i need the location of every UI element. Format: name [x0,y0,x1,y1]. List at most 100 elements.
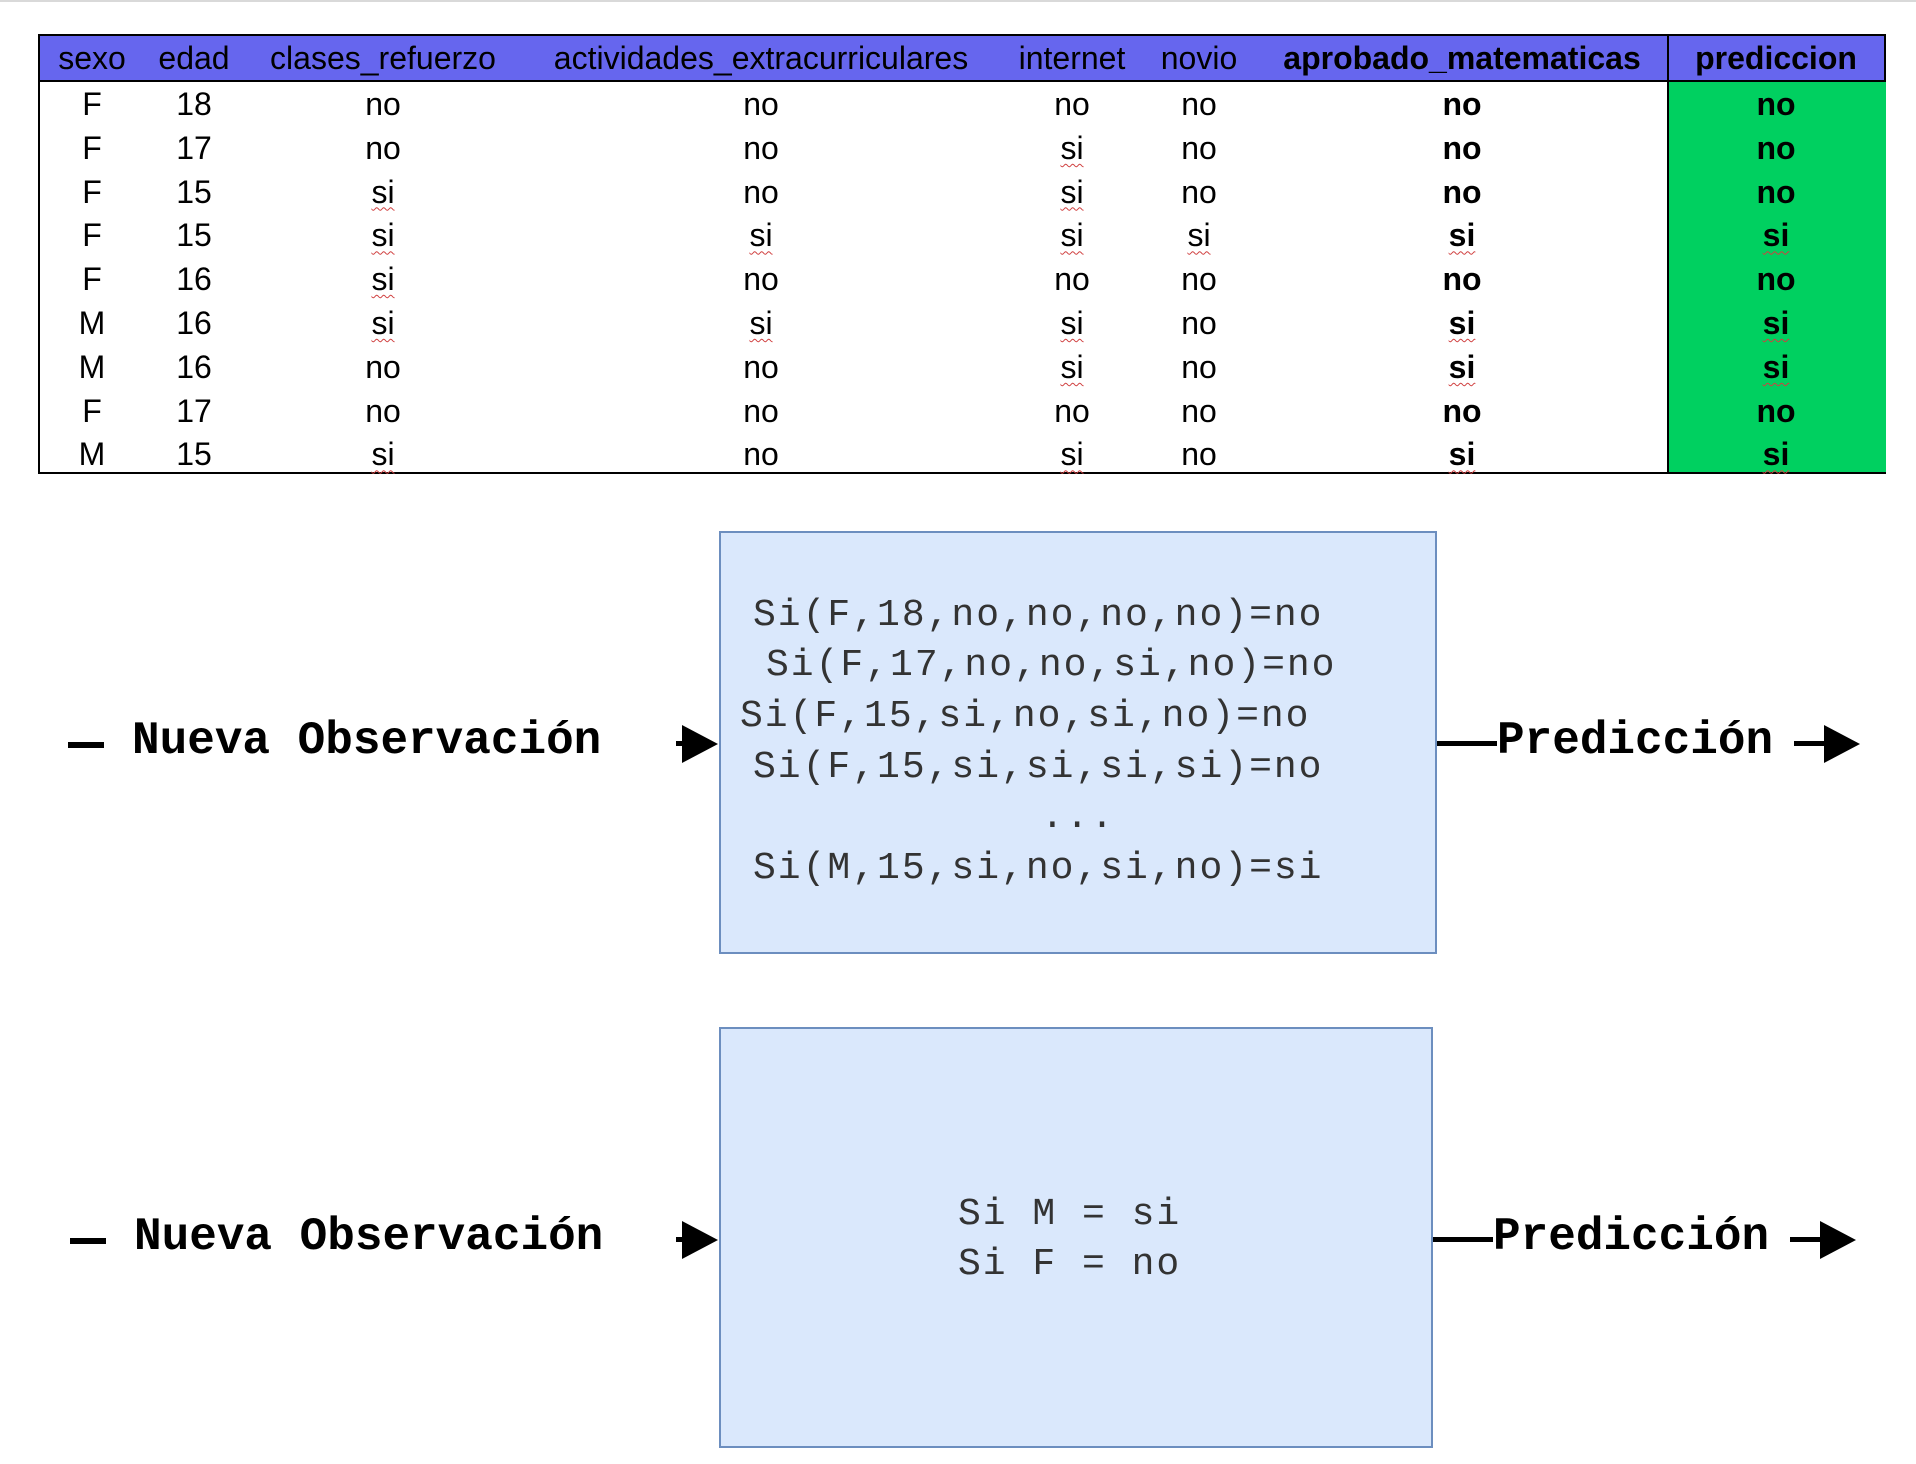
prediction-cell: si [1762,217,1790,254]
rules-box [719,1027,1433,1448]
output-arrow-shaft [1794,741,1824,746]
table-cell: F [82,261,102,298]
table-cell: 17 [176,392,212,429]
prediction-cell: no [1756,173,1796,210]
table-cell: M [78,436,106,473]
input-arrow-icon [682,725,718,763]
table-cell: si [1060,436,1084,473]
table-header-row [40,36,1884,82]
output-arrow-icon [1824,725,1860,763]
new-observation-label: Nueva Observación [132,715,602,767]
table-header-cell: actividades_extracurriculares [553,40,969,76]
prediction-label: Predicción [1493,1211,1770,1263]
table-cell: no [1442,173,1482,210]
table-cell: si [371,217,395,254]
table-cell: 16 [176,348,212,385]
prediction-cell: no [1756,86,1796,122]
prediction-label: Predicción [1497,715,1774,767]
new-observation-label: Nueva Observación [134,1211,604,1263]
table-cell: si [749,217,773,254]
rule-line: Si F = no [958,1243,1182,1286]
table-cell: no [1442,129,1482,166]
table-header-cell: clases_refuerzo [270,40,496,76]
prediction-cell: si [1762,348,1790,385]
table-cell: no [365,392,401,429]
table-cell: no [1181,86,1217,122]
table-cell: si [1060,173,1084,210]
input-arrow-icon [682,1221,718,1259]
rule-line: Si(F,18,no,no,no,no)=no [753,594,1324,637]
table-cell: no [1442,86,1482,122]
table-cell: si [371,436,395,473]
input-dash [68,742,104,748]
input-dash [70,1238,106,1244]
top-divider [0,0,1916,2]
table-cell: no [1181,436,1217,473]
table-cell: no [743,261,779,298]
rule-line: Si M = si [958,1193,1182,1236]
table-cell: 15 [176,217,212,254]
output-arrow-icon [1820,1221,1856,1259]
table-cell: 15 [176,436,212,473]
table-cell: no [1054,261,1090,298]
table-cell: si [1448,305,1476,341]
table-cell: no [1181,173,1217,210]
table-cell: si [749,305,773,341]
table-cell: 15 [176,173,212,210]
rules-box [719,531,1437,954]
output-arrow-left-shaft [1433,1237,1493,1242]
table-cell: si [371,305,395,341]
output-arrow-shaft [1790,1237,1820,1242]
table-header-cell: novio [1160,40,1238,76]
table-cell: no [365,129,401,166]
table-header-cell: edad [158,40,230,76]
table-cell: no [743,86,779,122]
table-cell: no [1181,305,1217,341]
table-cell: si [371,261,395,298]
table-header-cell: internet [1018,40,1126,76]
rule-line: Si(F,15,si,no,si,no)=no [740,695,1311,738]
table-cell: no [1181,392,1217,429]
table-header-cell: prediccion [1695,40,1857,76]
table-cell: no [743,173,779,210]
table-cell: si [1060,348,1084,385]
prediction-column-fill [1669,82,1886,472]
table-cell: 17 [176,129,212,166]
table-cell: no [743,392,779,429]
table-cell: F [82,217,102,254]
table-cell: 16 [176,261,212,298]
table-cell: no [1181,348,1217,385]
rule-line: Si(M,15,si,no,si,no)=si [753,847,1324,890]
table-cell: si [1448,436,1476,473]
table-cell: si [1060,305,1084,341]
table-cell: 16 [176,305,212,341]
table-header-cell: aprobado_matematicas [1283,40,1641,76]
rule-line: Si(F,17,no,no,si,no)=no [766,644,1337,687]
table-cell: no [1442,392,1482,429]
prediction-cell: no [1756,261,1796,298]
table-cell: M [78,348,106,385]
output-arrow-left-shaft [1437,741,1497,746]
table-cell: si [1448,217,1476,254]
table-cell: no [1054,392,1090,429]
table-cell: F [82,173,102,210]
rule-ellipsis: ... [1041,796,1116,839]
prediction-cell: si [1762,436,1790,473]
table-cell: 18 [176,86,212,122]
table-cell: no [743,129,779,166]
prediction-cell: no [1756,392,1796,429]
table-cell: no [1054,86,1090,122]
table-cell: F [82,86,102,122]
table-cell: no [365,348,401,385]
table-cell: si [371,173,395,210]
prediction-cell: no [1756,129,1796,166]
table-cell: si [1448,348,1476,385]
table-cell: si [1187,217,1211,254]
table-cell: no [1442,261,1482,298]
table-cell: si [1060,129,1084,166]
table-cell: no [743,436,779,473]
prediction-column [1667,36,1886,472]
rule-line: Si(F,15,si,si,si,si)=no [753,746,1324,789]
table-cell: no [1181,129,1217,166]
